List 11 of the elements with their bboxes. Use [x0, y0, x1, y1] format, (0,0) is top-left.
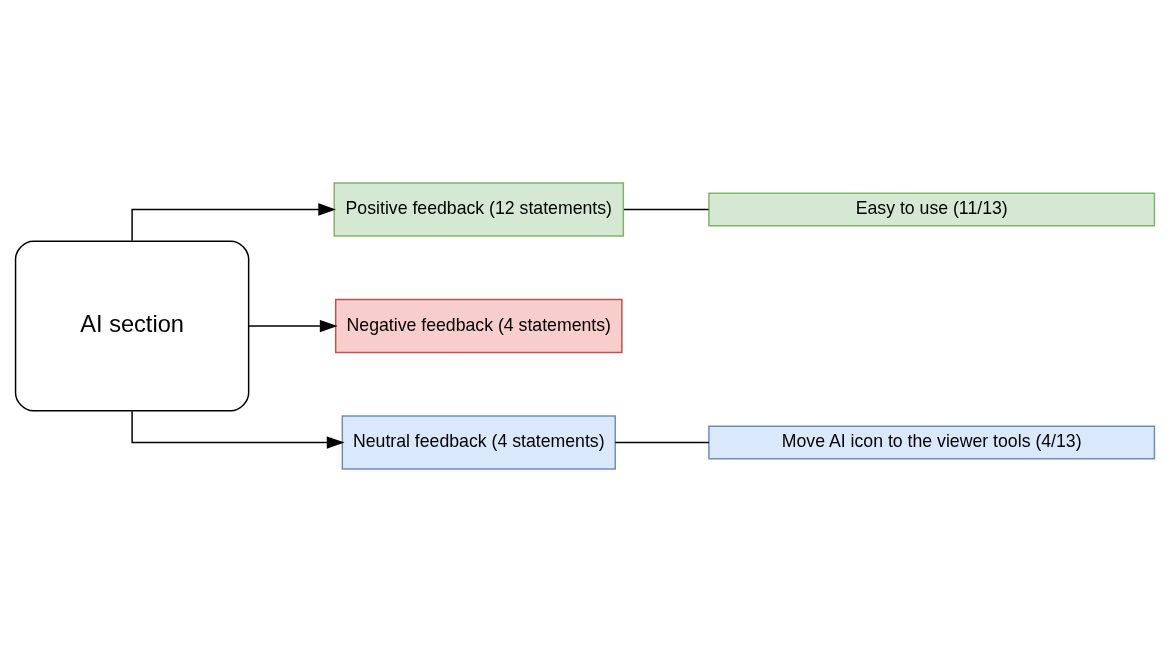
arrow: [131, 410, 345, 449]
node-box: Negative feedback (4 statements): [334, 298, 623, 353]
arrow: [248, 319, 338, 332]
node-box: Easy to use (11/13): [708, 192, 1156, 226]
connector: [614, 441, 710, 443]
node-box: AI section: [14, 239, 250, 412]
node-box: Neutral feedback (4 statements): [341, 414, 616, 470]
arrow: [131, 202, 336, 241]
node-box: Move AI icon to the viewer tools (4/13): [708, 425, 1156, 459]
node-box: Positive feedback (12 statements): [333, 181, 625, 237]
connector: [623, 208, 710, 210]
